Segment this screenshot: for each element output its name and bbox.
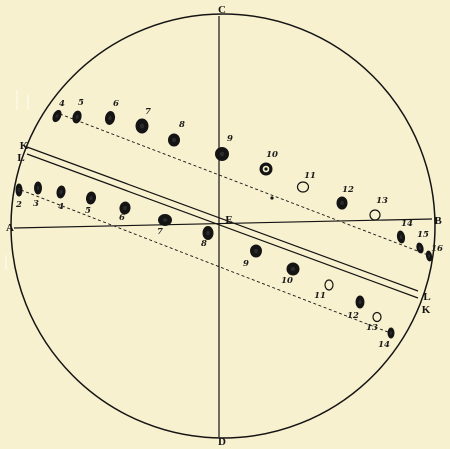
- upper-sunspot-label-4: 4: [59, 99, 65, 109]
- lower-sunspot-label-11: 11: [314, 291, 326, 301]
- upper-sunspot-label-14: 14: [401, 219, 413, 229]
- paper-streaks: [5, 90, 29, 270]
- upper-sunspot-label-16: 16: [431, 244, 443, 254]
- upper-sunspot-core-7: [139, 123, 145, 129]
- horizontal-axis-line: [13, 218, 433, 229]
- lower-sunspot-label-4: 4: [58, 202, 64, 212]
- upper-sunspot-core-8: [172, 137, 176, 143]
- upper-sunspot-11: [296, 181, 310, 193]
- label-c: C: [218, 4, 226, 16]
- upper-sunspot-core-16: [427, 254, 431, 258]
- lower-sunspot-core-7: [162, 218, 168, 222]
- lower-sunspot-core-9: [254, 248, 258, 254]
- upper-sunspot-core-14: [399, 234, 403, 240]
- label-e: E: [225, 214, 232, 226]
- lower-sunspot-core-10: [290, 266, 296, 272]
- upper-sunspot-label-11: 11: [304, 171, 316, 181]
- lower-sunspot-core-3: [36, 185, 40, 191]
- lower-sunspot-label-2: 2: [15, 200, 22, 210]
- lower-sunspot-11: [324, 279, 334, 291]
- lower-sunspot-13: [372, 311, 382, 323]
- label-b: B: [434, 215, 442, 227]
- lower-sunspot-label-3: 3: [33, 199, 39, 209]
- lower-sunspot-label-8: 8: [201, 239, 207, 249]
- track-dot: [270, 196, 274, 200]
- lower-sunspot-label-7: 7: [157, 227, 163, 237]
- upper-sunspot-core-5: [75, 114, 79, 120]
- band-line-inner-l: [26, 153, 419, 299]
- upper-sunspot-label-8: 8: [179, 120, 185, 130]
- label-k-left: K: [20, 140, 29, 152]
- upper-sunspot-core-4: [55, 114, 59, 118]
- upper-sunspot-core-12: [340, 200, 344, 206]
- lower-sunspot-core-12: [358, 299, 362, 305]
- label-k-right: K: [422, 304, 431, 316]
- label-d: D: [218, 436, 226, 448]
- band-line-outer-k: [26, 146, 419, 292]
- lower-sunspot-label-13: 13: [366, 323, 378, 333]
- lower-sunspot-label-9: 9: [243, 259, 249, 269]
- lower-sunspot-core-8: [206, 230, 210, 236]
- lower-sunspot-core-4: [59, 189, 63, 195]
- upper-sunspot-label-13: 13: [376, 196, 388, 206]
- upper-sunspot-core-15: [418, 246, 422, 250]
- lower-sunspot-label-5: 5: [85, 206, 91, 216]
- upper-sunspot-label-6: 6: [113, 99, 119, 109]
- label-l-right: L: [423, 291, 430, 303]
- lower-sunspot-core-5: [89, 195, 93, 201]
- upper-sunspot-label-12: 12: [342, 185, 354, 195]
- upper-sunspot-core-9: [219, 151, 225, 157]
- label-l-left: L: [17, 152, 24, 164]
- lower-sunspot-core-14: [389, 331, 393, 335]
- lower-sunspot-label-14: 14: [378, 340, 390, 350]
- lower-sunspot-core-2: [17, 187, 21, 193]
- upper-sunspot-13: [369, 209, 381, 221]
- upper-sunspot-label-9: 9: [227, 134, 233, 144]
- upper-sunspot-label-7: 7: [145, 107, 151, 117]
- upper-sunspot-core-6: [108, 115, 112, 121]
- upper-sunspot-umbra-10: [264, 167, 268, 171]
- upper-sunspot-label-10: 10: [266, 150, 278, 160]
- upper-sunspot-label-15: 15: [417, 230, 429, 240]
- lower-track-dashed-line: [20, 189, 394, 335]
- lower-sunspot-label-12: 12: [347, 311, 359, 321]
- lower-sunspot-core-6: [123, 205, 127, 211]
- lower-sunspot-label-10: 10: [281, 276, 293, 286]
- lower-sunspot-label-6: 6: [119, 213, 125, 223]
- solar-disc-outline: [10, 13, 436, 439]
- upper-sunspot-label-5: 5: [78, 98, 84, 108]
- label-a: A: [6, 222, 14, 234]
